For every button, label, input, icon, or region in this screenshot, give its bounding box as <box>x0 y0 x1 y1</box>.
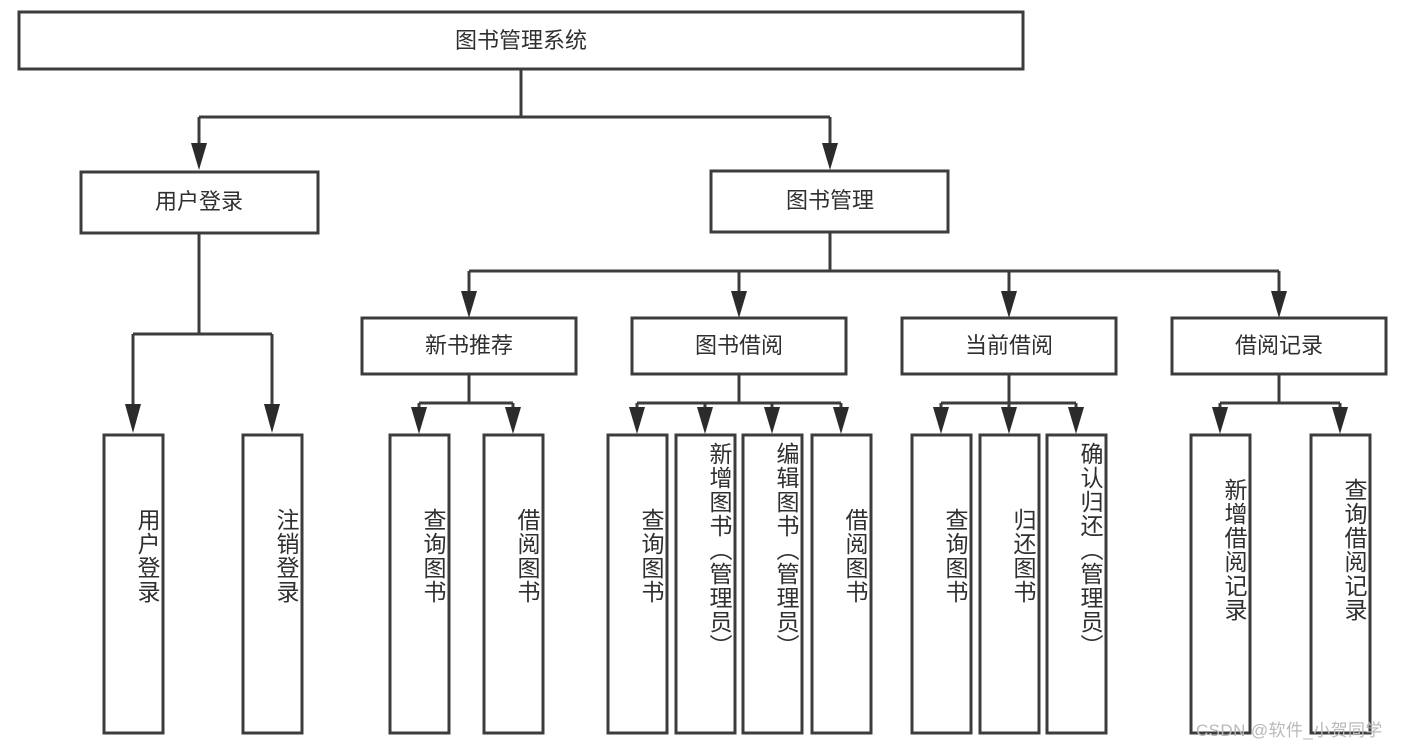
arrow-head-icon <box>505 407 521 434</box>
node-user-login-label: 用户登录 <box>155 189 243 214</box>
arrow-head-icon <box>1001 407 1017 434</box>
node-current-borrow-label: 当前借阅 <box>965 333 1053 358</box>
arrow-head-icon <box>264 404 280 433</box>
node-new-book-recommend-label: 新书推荐 <box>425 333 513 358</box>
leaf-box-borrow-book-2[interactable] <box>810 433 873 735</box>
leaf-box-edit-book[interactable] <box>741 433 804 735</box>
arrow-head-icon <box>1068 407 1084 434</box>
leaf-box-query-book-2[interactable] <box>606 433 669 735</box>
connector-userlogin-to-leaves <box>125 233 280 433</box>
leaf-box-logout[interactable] <box>241 433 304 735</box>
node-root-book-management-system[interactable]: 图书管理系统 <box>17 10 1025 71</box>
arrow-head-icon <box>833 407 849 434</box>
leaf-box-query-record[interactable] <box>1309 433 1372 735</box>
arrow-head-icon <box>764 407 780 434</box>
arrow-head-icon <box>1332 407 1348 434</box>
node-book-management-label: 图书管理 <box>786 188 874 213</box>
node-new-book-recommend[interactable]: 新书推荐 <box>360 316 578 376</box>
node-root-label: 图书管理系统 <box>455 28 587 53</box>
connector-current-to-leaves <box>933 374 1084 434</box>
arrow-head-icon <box>191 143 207 170</box>
connector-root-to-level2 <box>191 69 838 170</box>
connector-records-to-leaves <box>1212 374 1348 434</box>
connector-bookmgmt-to-level3 <box>461 232 1287 318</box>
leaf-box-query-book-1[interactable] <box>388 433 451 735</box>
node-book-borrow-label: 图书借阅 <box>695 333 783 358</box>
node-borrow-records[interactable]: 借阅记录 <box>1170 316 1388 376</box>
leaf-box-borrow-book-1[interactable] <box>482 433 545 735</box>
leaf-box-add-book[interactable] <box>674 433 737 735</box>
csdn-watermark: CSDN @软件_小贺同学 <box>1196 721 1383 740</box>
node-book-management[interactable]: 图书管理 <box>709 169 950 234</box>
arrow-head-icon <box>629 407 645 434</box>
node-user-login[interactable]: 用户登录 <box>79 170 320 235</box>
arrow-head-icon <box>822 143 838 170</box>
leaf-node-boxes <box>102 433 1372 735</box>
arrow-head-icon <box>411 407 427 434</box>
arrow-head-icon <box>933 407 949 434</box>
connector-borrow-to-leaves <box>629 374 849 434</box>
arrow-head-icon <box>125 404 141 433</box>
leaf-box-query-book-3[interactable] <box>910 433 973 735</box>
node-borrow-records-label: 借阅记录 <box>1235 333 1323 358</box>
leaf-box-confirm-return[interactable] <box>1045 433 1108 735</box>
arrow-head-icon <box>1212 407 1228 434</box>
node-current-borrow[interactable]: 当前借阅 <box>900 316 1118 376</box>
leaf-box-return-book[interactable] <box>978 433 1041 735</box>
leaf-box-user-login[interactable] <box>102 433 165 735</box>
arrow-head-icon <box>1271 291 1287 318</box>
arrow-head-icon <box>1001 291 1017 318</box>
arrow-head-icon <box>461 291 477 318</box>
connector-newbook-to-leaves <box>411 374 521 434</box>
node-book-borrow[interactable]: 图书借阅 <box>630 316 848 376</box>
leaf-box-add-record[interactable] <box>1189 433 1252 735</box>
arrow-head-icon <box>697 407 713 434</box>
arrow-head-icon <box>731 291 747 318</box>
